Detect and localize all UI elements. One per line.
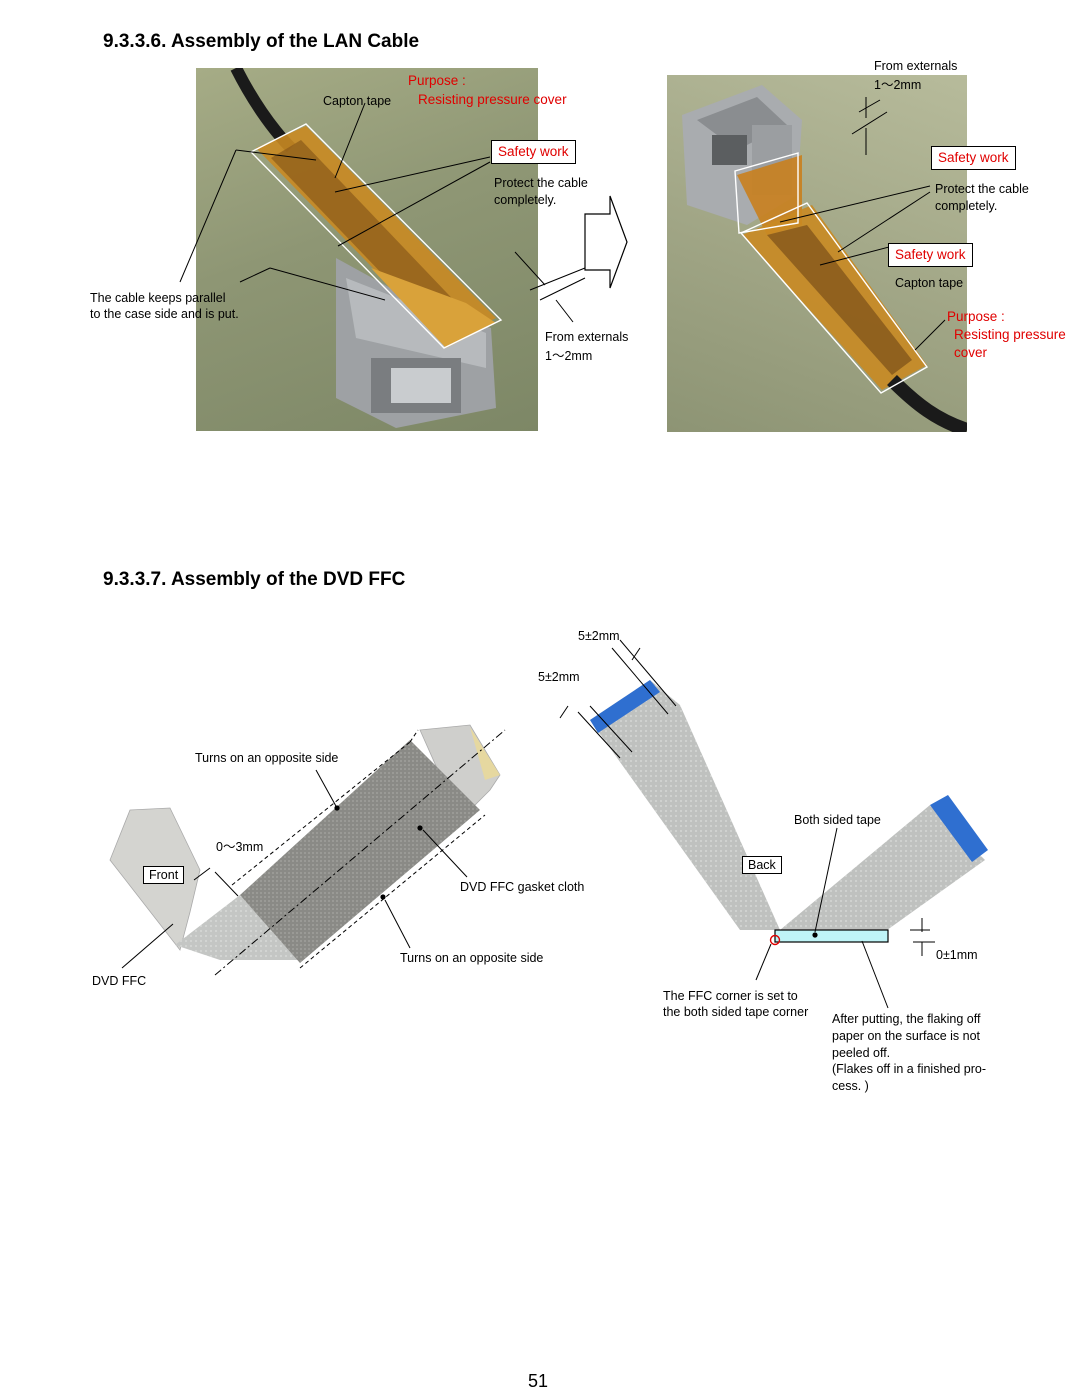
- lan-left-protect-line2: completely.: [494, 193, 557, 207]
- ffc-right-corner-line1: The FFC corner is set to: [663, 989, 798, 1003]
- ffc-right-after-line5: cess. ): [832, 1079, 869, 1093]
- lan-right-safety-work-box-2: Safety work: [888, 243, 973, 267]
- ffc-right-dim1: 5±2mm: [578, 629, 620, 643]
- ffc-left-dvd-ffc-label: DVD FFC: [92, 974, 147, 988]
- lan-right-protect-line2: completely.: [935, 199, 998, 213]
- lan-left-parallel-line1: The cable keeps parallel: [90, 291, 226, 305]
- lan-cable-photo-left: [196, 68, 538, 431]
- lan-left-purpose-text: Resisting pressure cover: [418, 92, 567, 107]
- ffc-right-after-line2: paper on the surface is not: [832, 1029, 981, 1043]
- lan-right-safety-work-box-1: Safety work: [931, 146, 1016, 170]
- ffc-right-corner-line2: the both sided tape corner: [663, 1005, 809, 1019]
- lan-right-gap: 1～2mm: [874, 78, 922, 92]
- lan-right-protect-line1: Protect the cable: [935, 182, 1029, 196]
- ffc-left-turns-top: Turns on an opposite side: [195, 751, 339, 765]
- lan-right-purpose-line2: cover: [954, 345, 988, 360]
- ffc-right-after-line3: peeled off.: [832, 1046, 891, 1060]
- page-number: 51: [528, 1371, 549, 1391]
- lan-left-parallel-line2: to the case side and is put.: [90, 307, 239, 321]
- lan-right-capton-tape-label: Capton tape: [895, 276, 964, 290]
- lan-left-safety-work-box: Safety work: [491, 140, 576, 164]
- lan-left-callouts: [179, 102, 628, 323]
- lan-left-capton-tape-label: Capton tape: [323, 94, 392, 108]
- lan-left-protect-line1: Protect the cable: [494, 176, 588, 190]
- ffc-left-front-label: Front: [143, 866, 185, 884]
- section-title-dvd-ffc: 9.3.3.7. Assembly of the DVD FFC: [103, 569, 406, 590]
- lan-right-callouts: [779, 97, 946, 351]
- lan-right-purpose-line1: Resisting pressure: [954, 327, 1066, 342]
- ffc-left-turns-bottom: Turns on an opposite side: [400, 951, 544, 965]
- ffc-right-dim3: 0±1mm: [936, 948, 978, 962]
- ffc-left-gasket-label: DVD FFC gasket cloth: [460, 880, 585, 894]
- ffc-left-gap: 0～3mm: [216, 840, 264, 854]
- ffc-right-back-label: Back: [742, 856, 782, 874]
- lan-right-from-externals: From externals: [874, 59, 958, 73]
- ffc-right-dim2: 5±2mm: [538, 670, 580, 684]
- lan-right-purpose-label: Purpose :: [947, 309, 1005, 324]
- lan-left-from-externals: From externals: [545, 330, 629, 344]
- lan-left-gap: 1～2mm: [545, 349, 593, 363]
- ffc-right-after-line1: After putting, the flaking off: [832, 1012, 981, 1026]
- section-title-lan-cable: 9.3.3.6. Assembly of the LAN Cable: [103, 31, 420, 52]
- ffc-right-both-sided-tape: Both sided tape: [794, 813, 881, 827]
- lan-cable-photo-right: [667, 75, 967, 432]
- ffc-right-after-line4: (Flakes off in a finished pro-: [832, 1062, 987, 1076]
- lan-left-purpose-label: Purpose :: [408, 73, 466, 88]
